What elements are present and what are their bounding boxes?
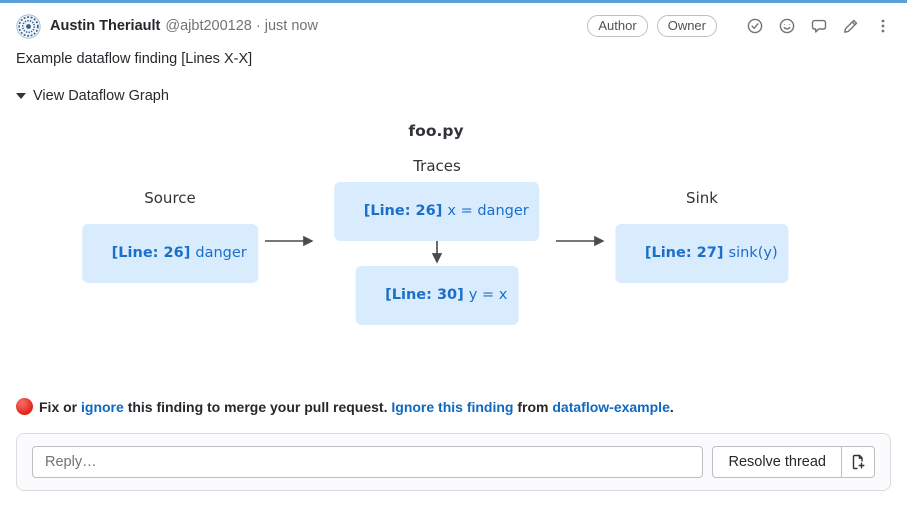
owner-badge: Owner bbox=[656, 15, 717, 37]
comment-body-text: Example dataflow finding [Lines X-X] bbox=[16, 51, 253, 67]
create-issue-to-resolve-button[interactable] bbox=[841, 446, 875, 478]
source-node: [Line: 26] danger bbox=[82, 224, 258, 283]
ignore-this-finding-link[interactable]: Ignore this finding bbox=[391, 398, 514, 415]
emoji-smiley-icon[interactable] bbox=[779, 18, 795, 34]
trace-2-line: [Line: 30] bbox=[385, 287, 469, 303]
avatar[interactable] bbox=[16, 13, 41, 39]
source-code: danger bbox=[195, 245, 247, 261]
author-badge: Author bbox=[587, 15, 648, 37]
caret-down-icon bbox=[16, 93, 26, 99]
trace-1-line: [Line: 26] bbox=[363, 203, 448, 219]
comment-header: Austin Theriault @ajbt200128 · just now … bbox=[16, 13, 891, 39]
trace-1-code: x = danger bbox=[447, 203, 529, 219]
trace-2-code: y = x bbox=[468, 287, 508, 303]
merge-blocker-alert: Fix or ignore this finding to merge your… bbox=[16, 398, 891, 415]
graph-file-title: foo.py bbox=[408, 122, 464, 140]
resolve-thread-button[interactable]: Resolve thread bbox=[712, 446, 842, 478]
reply-thread-bar: Resolve thread bbox=[16, 433, 891, 491]
comment-bubble-icon[interactable] bbox=[811, 18, 827, 34]
comment-actions bbox=[731, 18, 891, 34]
timestamp-separator: · bbox=[251, 18, 265, 34]
traces-column-label: Traces bbox=[413, 157, 461, 175]
author-handle[interactable]: @ajbt200128 bbox=[165, 18, 252, 34]
sink-node: [Line: 27] sink(y) bbox=[615, 224, 789, 283]
trace-node-1: [Line: 26] x = danger bbox=[334, 182, 540, 241]
ignore-link[interactable]: ignore bbox=[81, 398, 124, 415]
top-accent-bar bbox=[0, 0, 907, 3]
author-name[interactable]: Austin Theriault bbox=[50, 18, 161, 34]
sink-line: [Line: 27] bbox=[644, 245, 729, 261]
edit-pencil-icon[interactable] bbox=[843, 18, 859, 34]
dataflow-example-link[interactable]: dataflow-example bbox=[552, 398, 670, 415]
more-vertical-icon[interactable] bbox=[875, 18, 891, 34]
alert-text-2: this finding to merge your pull request. bbox=[123, 398, 392, 415]
sink-code: sink(y) bbox=[728, 245, 778, 261]
resolve-check-icon[interactable] bbox=[747, 18, 763, 34]
doc-plus-icon bbox=[852, 454, 865, 470]
view-dataflow-graph-toggle[interactable]: View Dataflow Graph bbox=[16, 88, 169, 104]
source-line: [Line: 26] bbox=[111, 245, 196, 261]
timestamp: just now bbox=[264, 18, 318, 34]
resolve-button-group: Resolve thread bbox=[712, 446, 875, 478]
trace-node-2: [Line: 30] y = x bbox=[355, 266, 519, 325]
alert-text-4: . bbox=[669, 398, 674, 415]
dataflow-graph: foo.py Traces Source Sink [Line: 26] x =… bbox=[0, 116, 907, 325]
reply-input[interactable] bbox=[32, 446, 704, 478]
red-circle-icon bbox=[16, 398, 33, 415]
alert-text-3: from bbox=[513, 398, 553, 415]
alert-text-1: Fix or bbox=[39, 398, 82, 415]
sink-column-label: Sink bbox=[686, 189, 718, 207]
toggle-label: View Dataflow Graph bbox=[33, 88, 169, 104]
source-column-label: Source bbox=[144, 189, 196, 207]
